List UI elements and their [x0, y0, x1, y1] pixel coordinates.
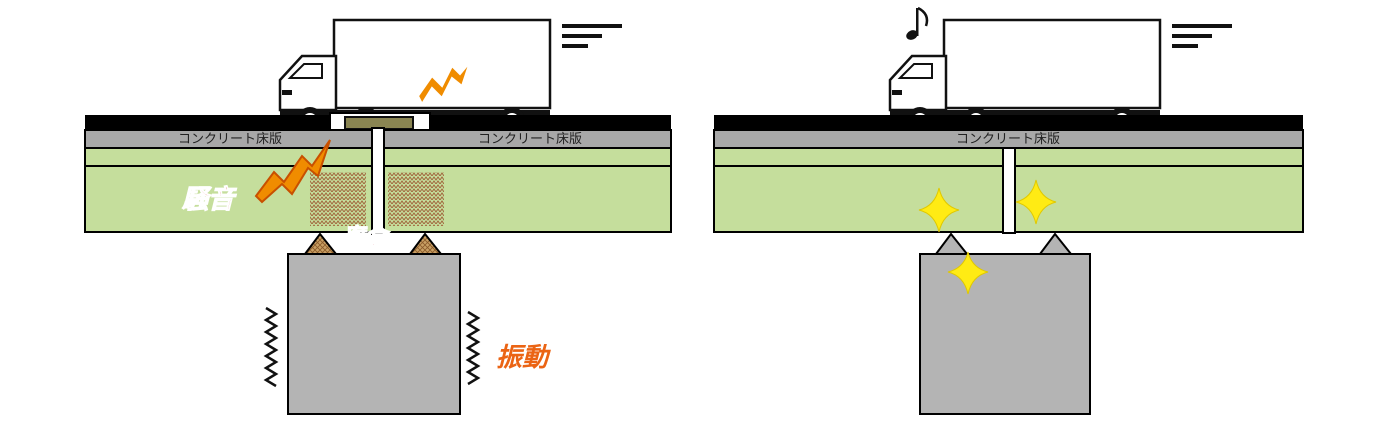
vibration-zigzag-right: [465, 310, 481, 386]
bearing-right-1: [934, 232, 970, 255]
noise-label: 騒音: [182, 185, 237, 215]
bearing-left-2: [408, 232, 444, 255]
noise-bolt-truck: [416, 61, 471, 107]
music-note-icon: [906, 6, 929, 40]
joint-gap-left: [371, 127, 385, 235]
bearing-right-2: [1038, 232, 1074, 255]
joint-gap-right: [1002, 148, 1016, 234]
bearing-left-1: [303, 232, 339, 255]
rust-patch-left: [310, 172, 366, 226]
slab-label-left: コンクリート床版: [178, 132, 282, 147]
slab-label-right: コンクリート床版: [478, 132, 582, 147]
slab-label-center: コンクリート床版: [956, 132, 1060, 147]
vibration-label: 振動: [496, 343, 551, 373]
asphalt-pavement-right: [714, 115, 1303, 130]
right-panel-repaired-joint: コンクリート床版: [713, 6, 1304, 415]
pier-left: [287, 253, 461, 415]
vibration-zigzag-left: [263, 306, 279, 388]
sparkle-icon: [1015, 179, 1057, 225]
noise-bolt-callout: [254, 139, 331, 204]
sparkle-icon: [947, 251, 989, 295]
left-panel-damaged-joint: コンクリート床版 コンクリート床版 騒音 腐食 振動: [84, 20, 672, 415]
sparkle-icon: [918, 187, 960, 233]
rust-patch-right: [388, 172, 444, 226]
pier-right: [919, 253, 1091, 415]
corrosion-label: 腐食: [346, 224, 391, 250]
